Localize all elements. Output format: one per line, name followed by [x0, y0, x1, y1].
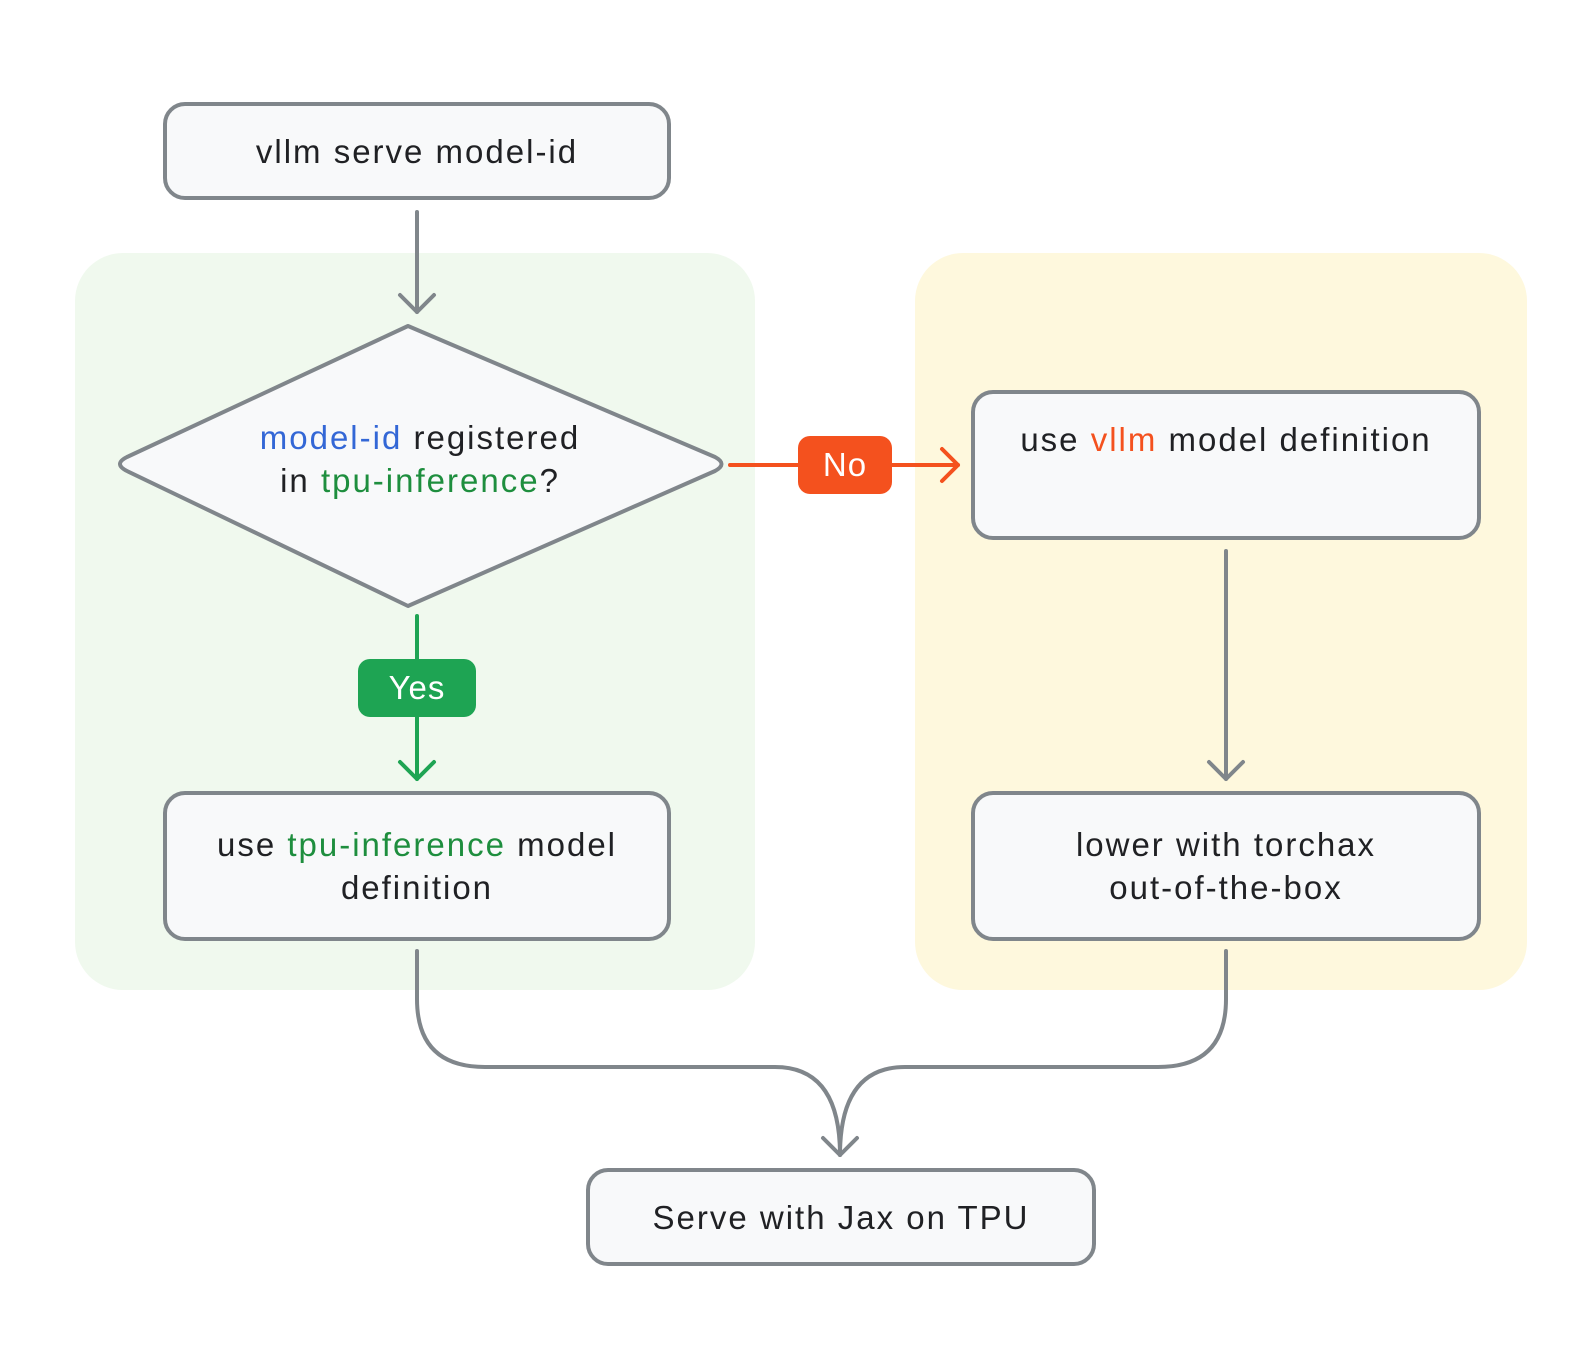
decision-registered: registered: [402, 419, 581, 456]
torchax-line2: out-of-the-box: [1109, 869, 1343, 906]
start-box-label: vllm serve model-id: [255, 132, 579, 170]
arrow-right-down: [1207, 549, 1245, 781]
tpu-box-tpu-inference: tpu-inference: [287, 826, 506, 863]
yes-badge: Yes: [358, 659, 476, 717]
vllm-box-vllm: vllm: [1090, 421, 1158, 458]
end-box-label: Serve with Jax on TPU: [652, 1198, 1030, 1236]
decision-question-mark: ?: [539, 462, 560, 499]
no-badge: No: [798, 436, 892, 494]
yes-badge-label: Yes: [388, 669, 446, 706]
arrow-yes: [398, 614, 436, 781]
arrow-start-to-decision: [398, 210, 436, 314]
decision-in: in: [280, 462, 321, 499]
vllm-definition-box: use vllm model definition: [971, 390, 1481, 540]
tpu-inference-definition-box: use tpu-inference model definition: [163, 791, 671, 941]
tpu-box-use: use: [216, 826, 288, 863]
arrow-merge: [415, 949, 1228, 1157]
decision-label: model-id registered in tpu-inference?: [150, 416, 690, 502]
no-badge-label: No: [822, 446, 868, 483]
end-box: Serve with Jax on TPU: [586, 1168, 1096, 1266]
arrow-no: [728, 447, 960, 483]
vllm-box-rest: model definition: [1157, 421, 1432, 458]
torchax-box: lower with torchax out-of-the-box: [971, 791, 1481, 941]
tpu-box-model: model: [505, 826, 618, 863]
torchax-line1: lower with torchax: [1075, 826, 1377, 863]
decision-model-id: model-id: [259, 419, 403, 456]
decision-diamond: [118, 324, 724, 608]
vllm-box-use: use: [1020, 421, 1091, 458]
tpu-box-definition: definition: [340, 869, 494, 906]
decision-tpu-inference: tpu-inference: [320, 462, 540, 499]
start-box: vllm serve model-id: [163, 102, 671, 200]
